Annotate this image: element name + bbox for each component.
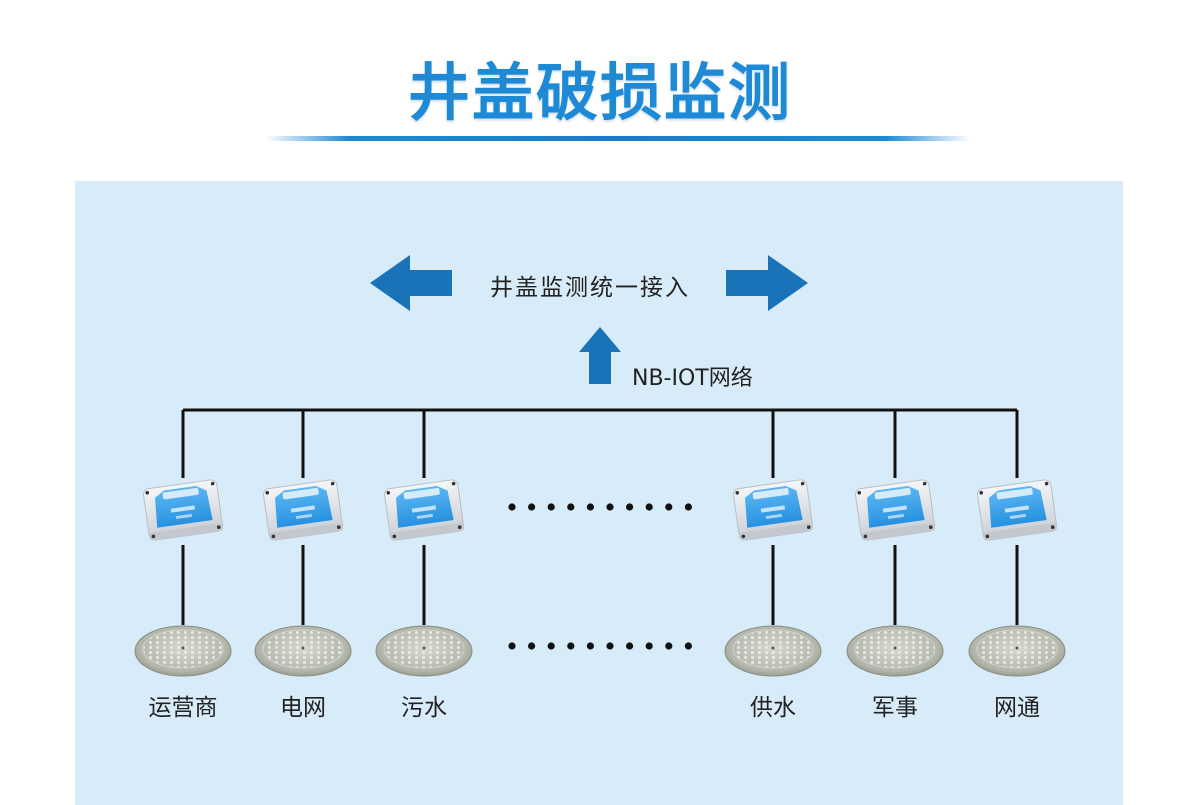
sensor-device-icon — [384, 479, 464, 541]
ellipsis-dot — [547, 642, 555, 650]
network-label: NB-IOT网络 — [632, 366, 753, 391]
page-title: 井盖破损监测 — [407, 56, 792, 129]
sensor-device-icon — [263, 479, 343, 541]
ellipsis-dot — [586, 503, 595, 511]
node-label: 污水 — [401, 695, 447, 721]
sensor-device-icon — [143, 479, 223, 541]
ellipsis-dot — [606, 503, 614, 511]
sensor-device-icon — [733, 479, 813, 541]
ellipsis-dot — [626, 503, 634, 511]
manhole-cover-icon — [724, 625, 822, 677]
diagram-panel — [75, 181, 1123, 805]
node — [724, 410, 822, 677]
manhole-cover-icon — [846, 625, 944, 677]
sensor-device-icon — [855, 479, 935, 541]
platform-label: 井盖监测统一接入 — [490, 275, 690, 301]
node — [134, 410, 232, 677]
ellipsis-dot — [645, 642, 653, 650]
manhole-cover-icon — [968, 625, 1066, 677]
ellipsis-dot — [645, 503, 653, 511]
title-underline — [265, 136, 970, 141]
node — [375, 410, 473, 677]
ellipsis-dot — [567, 642, 575, 650]
ellipsis-dot — [528, 642, 536, 650]
manhole-cover-icon — [254, 625, 352, 677]
node-label: 运营商 — [148, 695, 218, 721]
node-label: 供水 — [750, 695, 796, 721]
manhole-cover-icon — [134, 625, 232, 677]
ellipsis-dot — [508, 503, 516, 511]
ellipsis-dot — [684, 503, 693, 511]
ellipsis-dot — [528, 503, 536, 511]
ellipsis-dot — [586, 642, 595, 650]
ellipsis-dot — [665, 642, 673, 650]
node — [968, 410, 1066, 677]
node-label: 电网 — [280, 695, 326, 721]
arrow-right-icon — [726, 255, 808, 311]
sensor-device-icon — [977, 479, 1057, 541]
ellipsis-dot — [508, 642, 516, 650]
ellipsis-dot — [547, 503, 555, 511]
ellipsis-dot — [626, 642, 634, 650]
ellipsis-dot — [567, 503, 575, 511]
node — [846, 410, 944, 677]
node — [254, 410, 352, 677]
node-label: 军事 — [872, 695, 918, 721]
manhole-cover-icon — [375, 625, 473, 677]
ellipsis-dot — [665, 503, 673, 511]
arrow-up-icon — [579, 327, 621, 384]
node-label: 网通 — [994, 695, 1040, 721]
arrow-left-icon — [370, 255, 452, 311]
ellipsis-dot — [606, 642, 614, 650]
ellipsis-dot — [684, 642, 693, 650]
